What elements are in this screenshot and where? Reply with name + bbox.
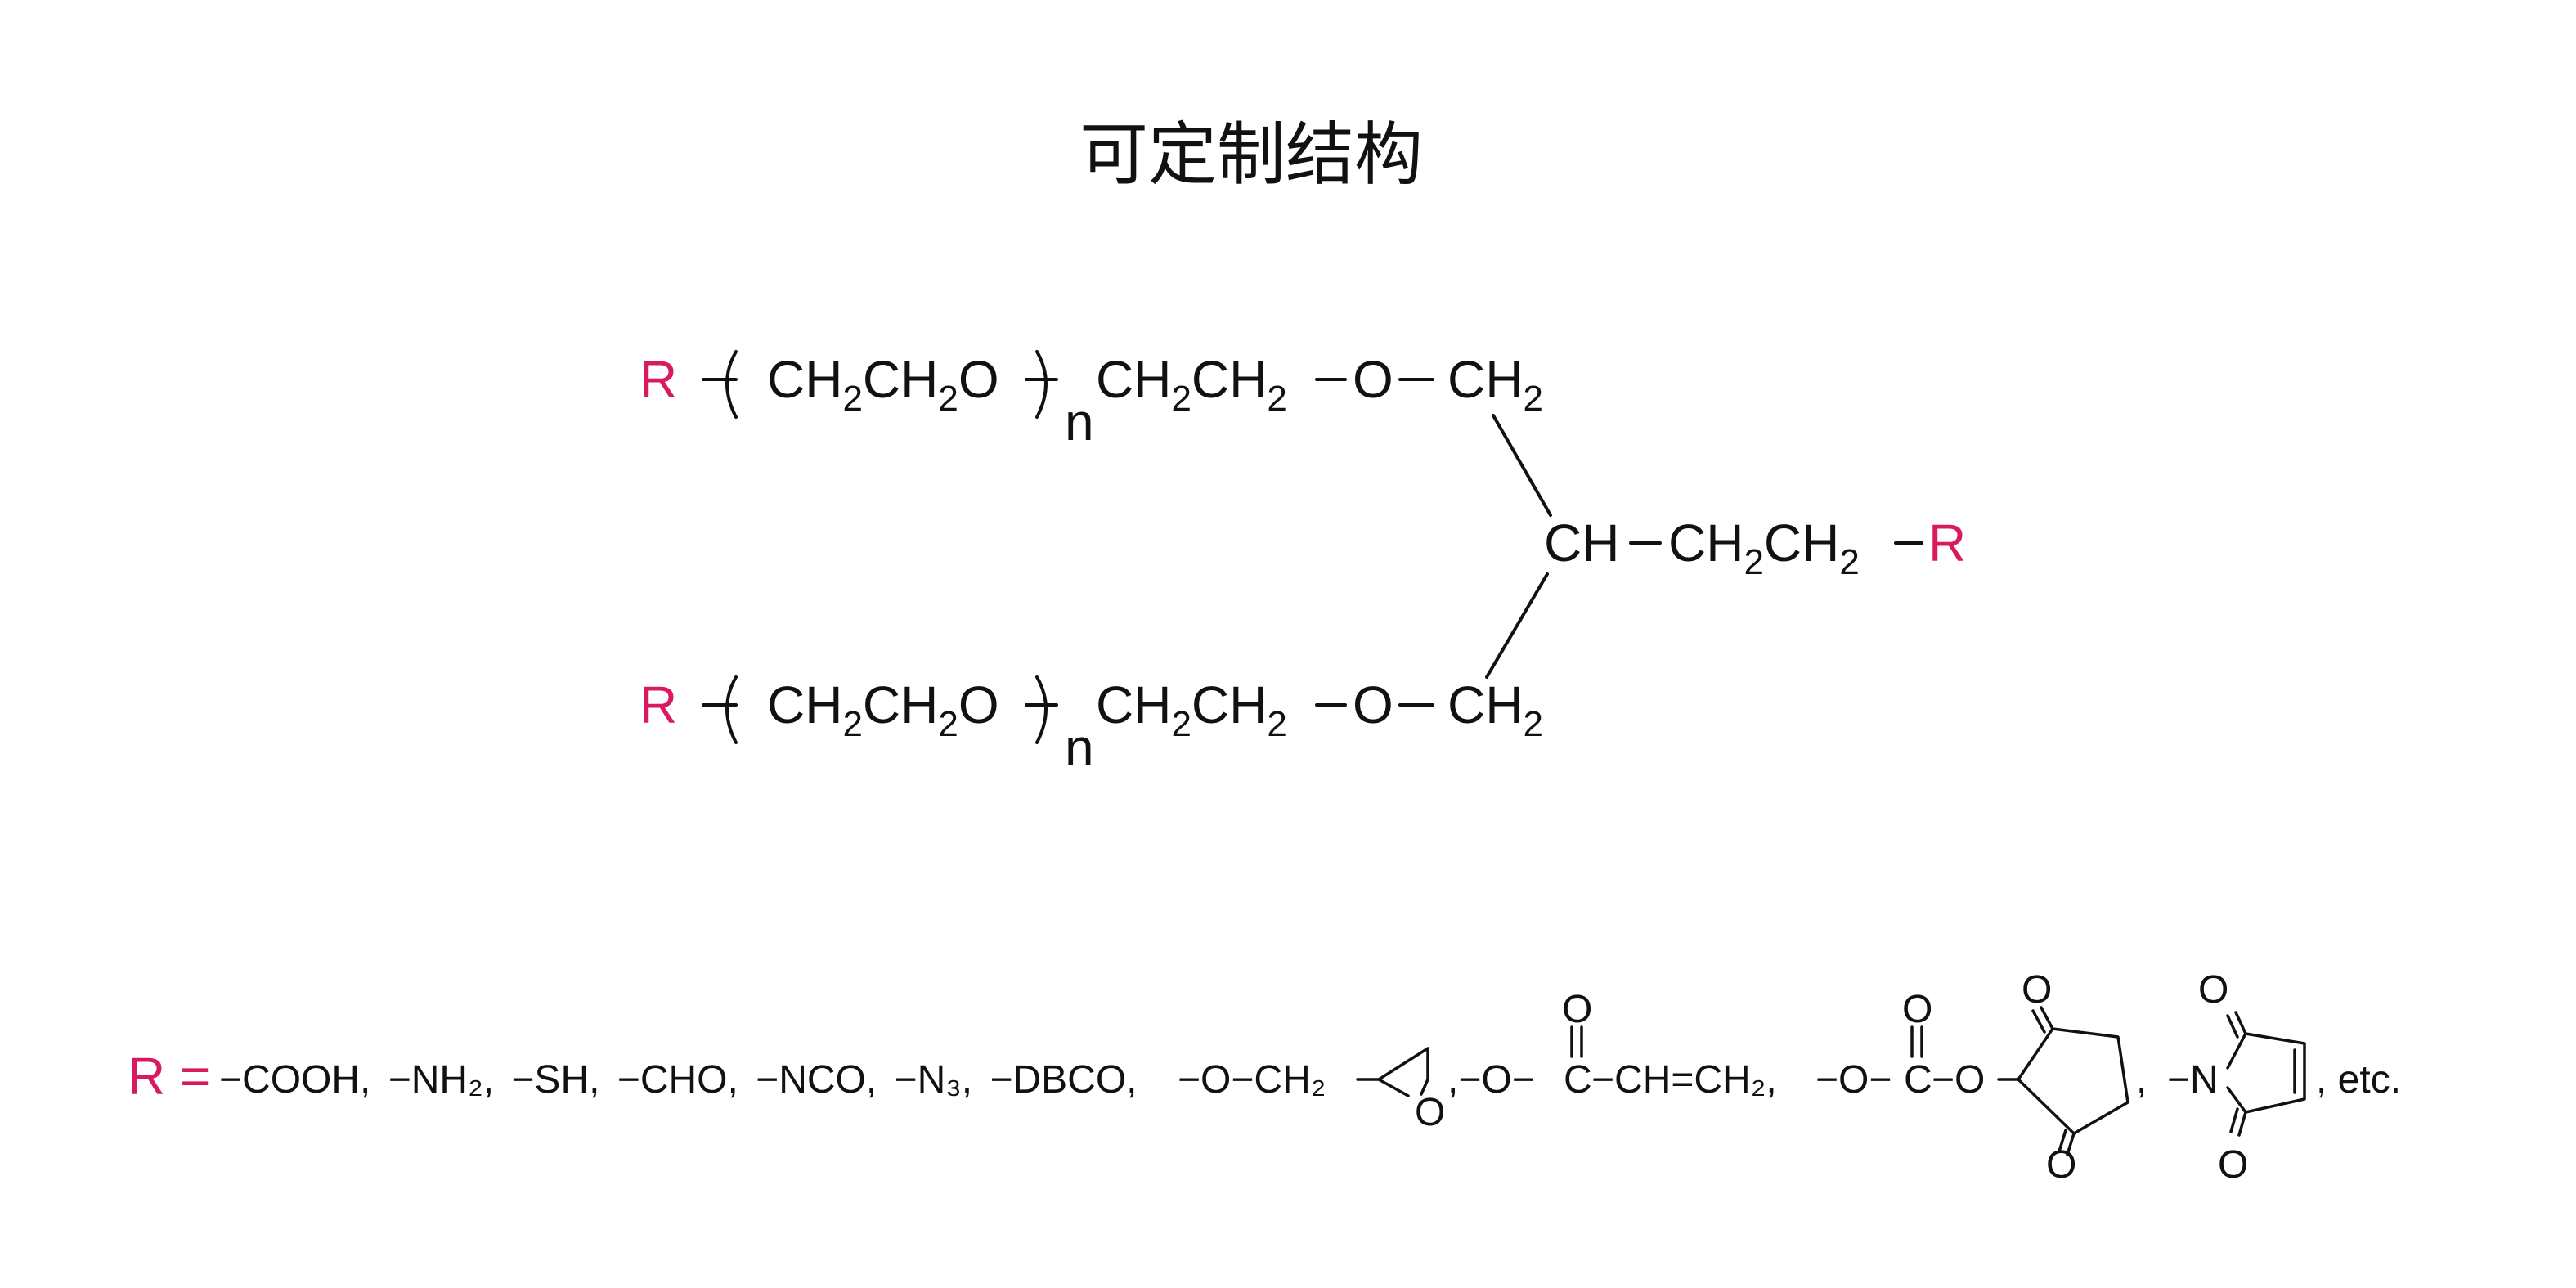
substituent-sh: −SH, — [511, 1058, 599, 1102]
substituent-acrylate: ,−O− C O −CH=CH₂, — [1447, 988, 1777, 1102]
repeat-count-n: n — [1065, 393, 1094, 451]
ether-oxygen: O — [1353, 350, 1393, 409]
ch2-label: CH2 — [1447, 350, 1543, 419]
acrylate-rest: −CH=CH₂, — [1591, 1058, 1777, 1102]
double-bond — [2058, 1129, 2067, 1153]
double-bond — [2031, 1009, 2046, 1034]
maleimide-oxygen-bottom: O — [2218, 1143, 2248, 1187]
ch2-label: CH2CH2O — [767, 350, 999, 419]
double-bond — [2066, 1132, 2076, 1156]
substituent-maleimide: −N O O — [2167, 968, 2306, 1187]
epoxide-ring — [1377, 1047, 1429, 1097]
repeat-bracket-open — [725, 675, 738, 744]
substituent-carbonate: −O− C O −O — [1815, 988, 1985, 1102]
double-bond — [2234, 1011, 2247, 1035]
ring-oxygen-top: O — [2022, 968, 2052, 1012]
bond — [1485, 572, 1549, 679]
carbonate-suffix: −O — [1932, 1058, 1985, 1102]
repeat-count-n: n — [1065, 718, 1094, 777]
substituent-cooh: −COOH, — [219, 1058, 370, 1102]
upper-peg-arm: R CH2CH2O n CH2CH2 O CH2 — [640, 350, 1543, 451]
lower-peg-arm: R CH2CH2O n CH2CH2 O CH2 — [640, 675, 1543, 777]
substituent-dbco: −DBCO, — [990, 1058, 1137, 1102]
ring-bonds — [2226, 1032, 2306, 1114]
carbonate-prefix: −O− — [1815, 1058, 1892, 1102]
ch2-label: CH2 — [1447, 675, 1543, 744]
acrylate-carbon: C — [1564, 1058, 1592, 1102]
ether-oxygen: O — [1353, 675, 1393, 734]
r-group-lower: R — [640, 675, 677, 734]
acrylate-carbonyl-oxygen: O — [1562, 988, 1592, 1031]
r-group-upper: R — [640, 350, 677, 409]
r-list-label: R = — [128, 1047, 210, 1106]
substituent-n3: −N₃, — [895, 1058, 973, 1102]
ch2-label: CH2CH2O — [767, 675, 999, 744]
substituent-epoxide: −O−CH₂ O — [1178, 1047, 1445, 1134]
ch-label: CH — [1544, 514, 1619, 572]
bond — [1420, 1078, 1429, 1096]
acrylate-prefix: ,−O− — [1447, 1058, 1535, 1102]
separator-comma: , — [2136, 1058, 2147, 1102]
epoxide-prefix: −O−CH₂ — [1178, 1058, 1326, 1102]
ring-oxygen-bottom: O — [2046, 1143, 2076, 1187]
bond — [1492, 414, 1552, 517]
substituent-nco: −NCO, — [756, 1058, 877, 1102]
central-branch: CH CH2CH2 R — [1544, 514, 1966, 582]
page-title: 可定制结构 — [1079, 114, 1423, 195]
substituent-cho: −CHO, — [617, 1058, 738, 1102]
epoxide-oxygen: O — [1415, 1091, 1445, 1134]
substituent-cyclic-dione: O O , — [1997, 968, 2147, 1187]
substituent-nh2: −NH₂, — [388, 1058, 494, 1102]
double-bond — [2229, 1107, 2239, 1133]
ch2ch2-label: CH2CH2 — [1096, 675, 1287, 744]
repeat-bracket-close — [1035, 350, 1048, 419]
double-bond — [2237, 1111, 2247, 1137]
r-group-right: R — [1928, 514, 1966, 572]
ch2ch2-label: CH2CH2 — [1096, 350, 1287, 419]
ch2ch2-label: CH2CH2 — [1668, 514, 1860, 582]
double-bond — [2040, 1006, 2054, 1030]
repeat-bracket-open — [725, 350, 738, 419]
double-bond — [2226, 1014, 2239, 1039]
carbonate-carbonyl-oxygen: O — [1902, 988, 1932, 1031]
etc-label: , etc. — [2316, 1058, 2401, 1102]
maleimide-oxygen-top: O — [2198, 968, 2228, 1012]
r-substituent-list: R = −COOH, −NH₂, −SH, −CHO, −NCO, −N₃, −… — [128, 968, 2401, 1187]
repeat-bracket-close — [1035, 675, 1048, 744]
ring-bonds — [1997, 1027, 2129, 1135]
simple-substituents: −COOH, −NH₂, −SH, −CHO, −NCO, −N₃, −DBCO… — [219, 1058, 1138, 1102]
carbonate-carbon: C — [1904, 1058, 1932, 1102]
maleimide-prefix: −N — [2167, 1058, 2219, 1102]
